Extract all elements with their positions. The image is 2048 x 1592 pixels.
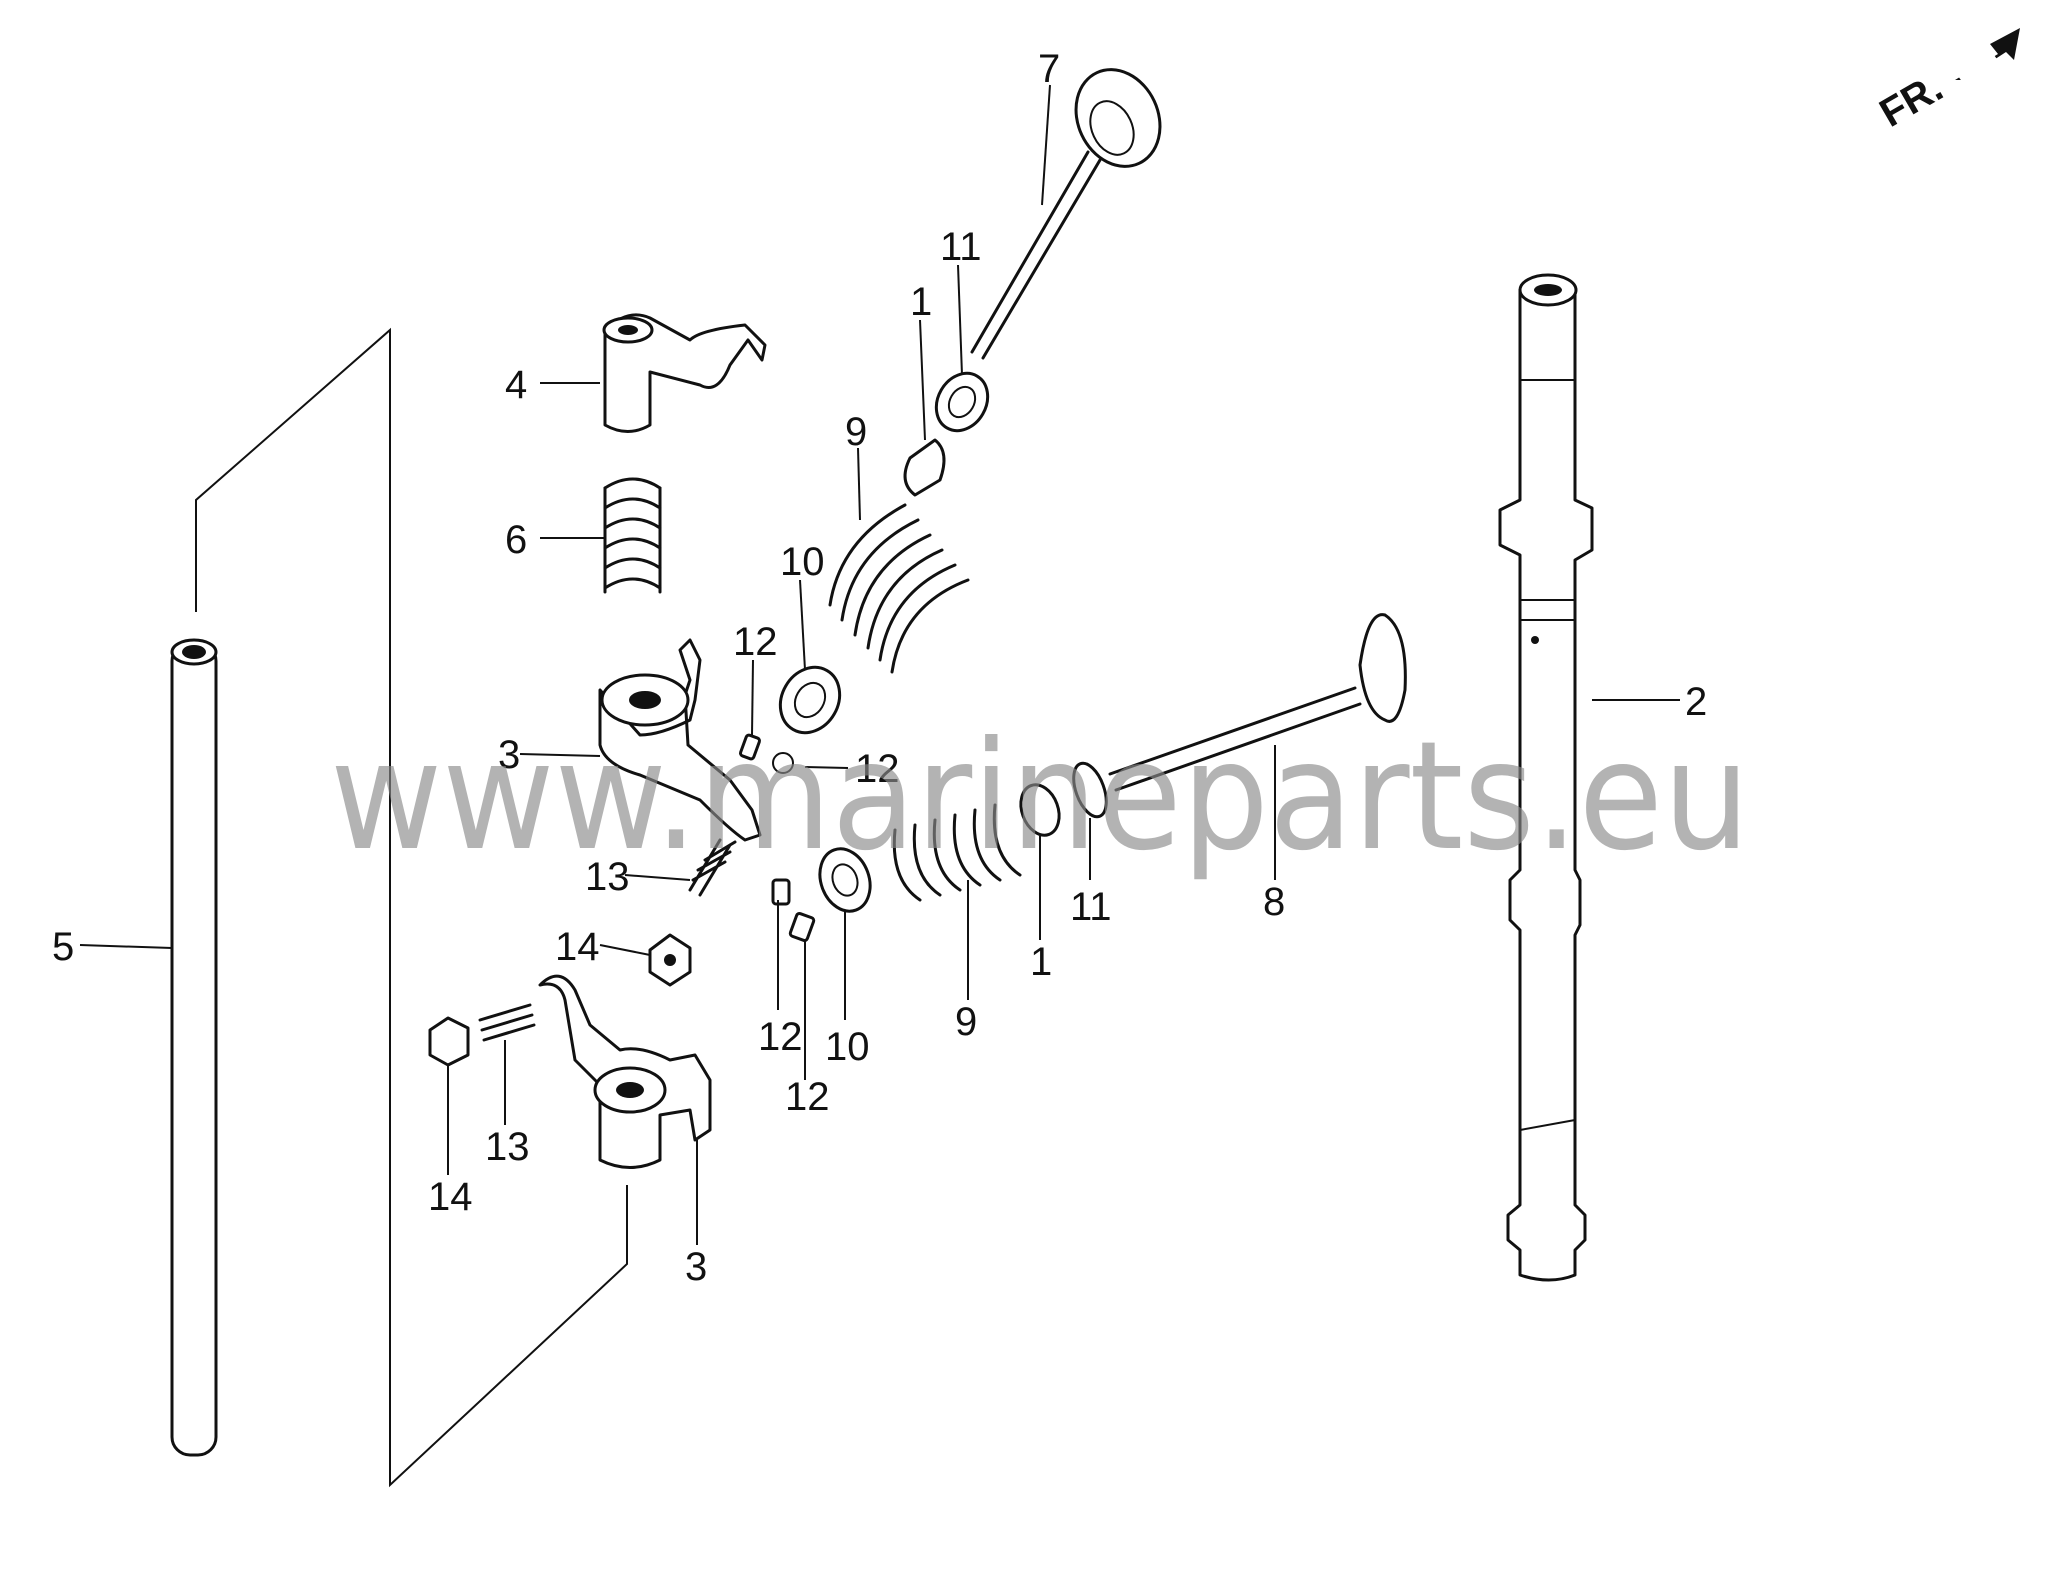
- assembly-bracket-outline: [195, 327, 628, 1488]
- callout-1-lower: 1: [1030, 940, 1052, 984]
- callout-3-upper: 3: [498, 733, 520, 777]
- leader-lines: [79, 84, 1680, 1245]
- rocker-arm-lower-part: [538, 974, 712, 1169]
- valve-cotter-upper-part: [903, 438, 946, 497]
- spring-retainer-upper-part: [778, 665, 842, 735]
- callout-1-upper: 1: [910, 280, 932, 324]
- spring-retainer-lower-part: [818, 847, 872, 913]
- front-arrow-icon: [1955, 28, 2020, 83]
- valve-spring-lower-part: [892, 803, 1022, 902]
- callout-9-upper: 9: [845, 410, 867, 454]
- callout-13-upper: 13: [585, 855, 630, 899]
- adjusting-screw-lower-part: [478, 1003, 536, 1042]
- valve-spring-upper-part: [828, 503, 970, 674]
- callout-10-upper: 10: [780, 540, 825, 584]
- valve-seal-lower-part: [1072, 761, 1108, 819]
- callout-14-lower: 14: [428, 1175, 473, 1219]
- rocker-arm-upper-part: [602, 313, 767, 433]
- callout-5: 5: [52, 925, 74, 969]
- callout-12-lower-left: 12: [758, 1015, 803, 1059]
- front-label: FR.: [1873, 65, 1951, 135]
- callout-12-upper: 12: [733, 620, 778, 664]
- callout-8: 8: [1263, 880, 1285, 924]
- callout-labels: 7 11 1 9 10 4 6 12 12 3 13 14 5 12 10 12…: [52, 47, 1707, 1289]
- callout-11-lower: 11: [1070, 885, 1112, 929]
- callout-2: 2: [1685, 680, 1707, 724]
- rocker-shaft-part: [170, 638, 218, 1457]
- camshaft-part: [1498, 273, 1594, 1282]
- callout-4: 4: [505, 363, 527, 407]
- callout-12-middle: 12: [855, 747, 900, 791]
- callout-7: 7: [1038, 47, 1060, 91]
- valve-cotter-small-part: [739, 733, 816, 943]
- callout-12-lower: 12: [785, 1075, 830, 1119]
- adjusting-screw-part: [688, 838, 737, 897]
- callout-3-lower: 3: [685, 1245, 707, 1289]
- callout-10-lower: 10: [825, 1025, 870, 1069]
- callout-9-lower: 9: [955, 1000, 977, 1044]
- callout-6: 6: [505, 518, 527, 562]
- lock-nut-lower-part: [428, 1016, 470, 1067]
- watermark-text: www.marineparts.eu: [330, 710, 1750, 884]
- callout-13-lower: 13: [485, 1125, 530, 1169]
- rocker-arm-middle-part: [598, 638, 762, 842]
- callout-11-upper: 11: [940, 225, 982, 269]
- exhaust-valve-part: [1108, 613, 1407, 792]
- intake-valve-part: [970, 68, 1162, 360]
- callout-14-upper: 14: [555, 925, 600, 969]
- valve-seal-upper-part: [934, 371, 990, 433]
- valve-cotter-lower-part: [1019, 783, 1061, 837]
- lock-nut-part: [648, 933, 692, 987]
- spring-small-part: [603, 477, 662, 594]
